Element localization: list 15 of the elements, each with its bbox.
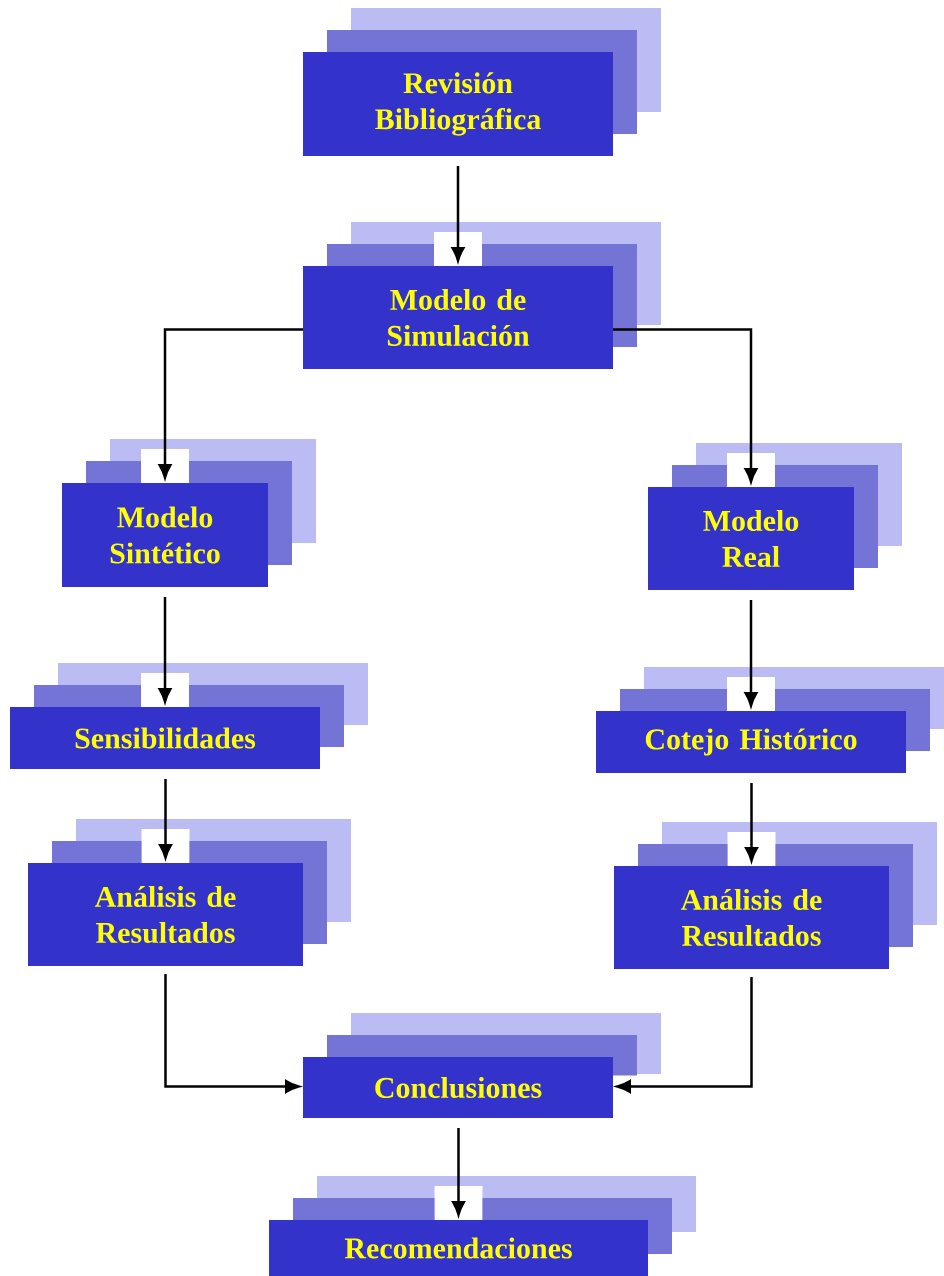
arrow	[158, 597, 172, 703]
process-box: Revisión Bibliográfica	[303, 52, 613, 156]
process-box: Análisis de Resultados	[614, 866, 889, 969]
arrow	[613, 328, 758, 483]
process-box: Sensibilidades	[10, 707, 320, 769]
process-box: Recomendaciones	[269, 1220, 648, 1276]
arrow	[744, 600, 758, 707]
arrow	[451, 166, 465, 262]
process-box: Modelo Real	[648, 487, 854, 590]
process-box: Análisis de Resultados	[28, 863, 303, 966]
arrow	[158, 328, 303, 479]
process-box: Conclusiones	[303, 1057, 613, 1118]
process-box: Cotejo Histórico	[596, 711, 906, 773]
process-box: Modelo Sintético	[62, 483, 268, 587]
process-box: Modelo de Simulación	[303, 266, 613, 369]
